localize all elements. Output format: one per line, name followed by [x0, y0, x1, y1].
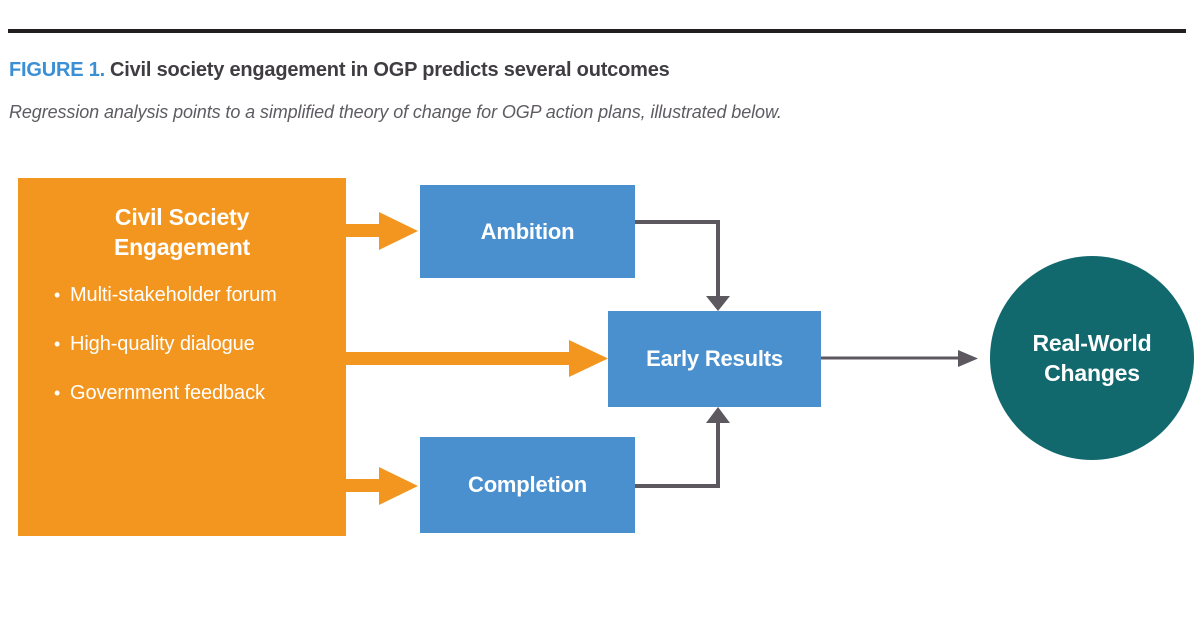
- node-title-line-1: Real-World: [1032, 330, 1152, 356]
- list-item: Government feedback: [54, 380, 324, 407]
- edge-completion-to-early-results: [635, 407, 730, 488]
- page-title: Civil society engagement in OGP predicts…: [110, 59, 670, 81]
- edge-cse-to-completion: [346, 467, 418, 505]
- node-title: Civil Society Engagement: [113, 204, 251, 260]
- node-bullet-list: Multi-stakeholder forum High-quality dia…: [34, 282, 330, 429]
- node-ambition[interactable]: Ambition: [420, 185, 635, 278]
- figure-heading: FIGURE 1.Civil society engagement in OGP…: [9, 56, 1159, 84]
- edge-early-results-to-real-world-changes: [821, 350, 978, 367]
- node-completion[interactable]: Completion: [420, 437, 635, 533]
- node-civil-society-engagement[interactable]: Civil Society Engagement Multi-stakehold…: [18, 178, 346, 536]
- figure-subtitle: Regression analysis points to a simplifi…: [9, 102, 782, 122]
- edge-cse-to-ambition: [346, 212, 418, 250]
- header-rule: [8, 29, 1186, 33]
- node-title-line-2: Changes: [1044, 360, 1140, 386]
- edge-cse-to-early-results: [346, 340, 608, 377]
- list-item: High-quality dialogue: [54, 331, 324, 358]
- node-real-world-changes[interactable]: Real-World Changes: [990, 256, 1194, 460]
- list-item: Multi-stakeholder forum: [54, 282, 324, 309]
- edge-ambition-to-early-results: [635, 220, 730, 311]
- figure-number-label: FIGURE 1.: [9, 59, 105, 81]
- node-early-results[interactable]: Early Results: [608, 311, 821, 407]
